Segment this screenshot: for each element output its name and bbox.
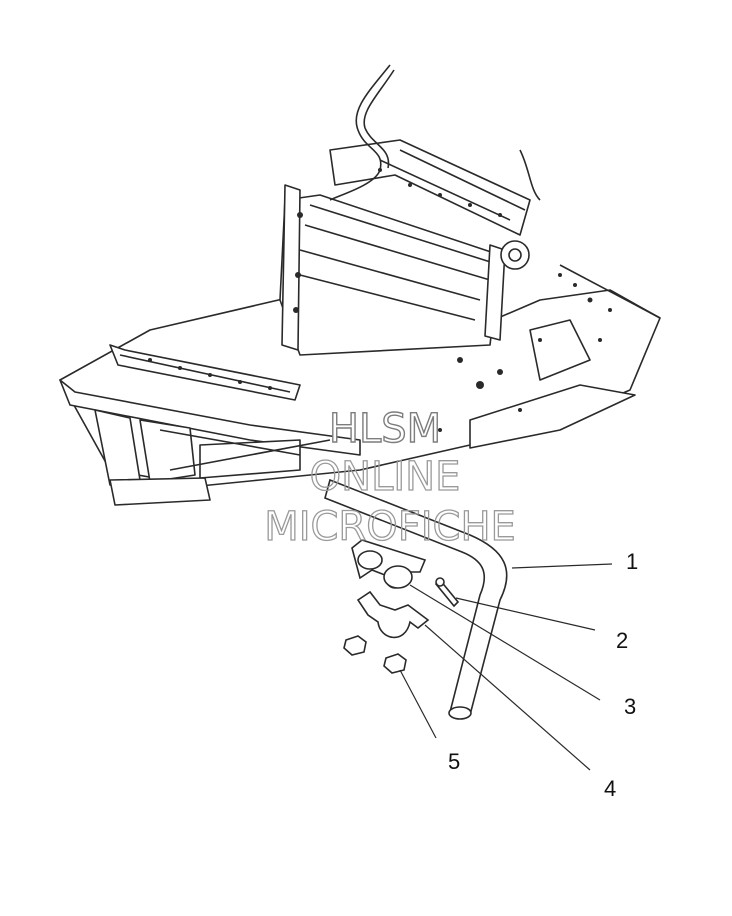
part-clamp-upper bbox=[351, 539, 427, 589]
watermark-line-2: ONLINE bbox=[310, 454, 461, 500]
watermark: HLSM ONLINE MICROFICHE bbox=[264, 405, 517, 550]
part-nuts bbox=[343, 635, 407, 674]
watermark-line-1: HLSM bbox=[329, 406, 441, 452]
callout-5: 5 bbox=[448, 749, 460, 774]
frame-chassis bbox=[59, 64, 661, 506]
part-bolt bbox=[434, 577, 460, 608]
callout-1: 1 bbox=[626, 549, 638, 574]
callout-2: 2 bbox=[616, 628, 628, 653]
watermark-line-3: MICROFICHE bbox=[264, 504, 516, 550]
leader-lines bbox=[399, 563, 613, 771]
callout-3: 3 bbox=[624, 694, 636, 719]
part-clamp-lower bbox=[356, 590, 430, 639]
callout-4: 4 bbox=[604, 776, 616, 801]
part-hose bbox=[324, 478, 508, 720]
